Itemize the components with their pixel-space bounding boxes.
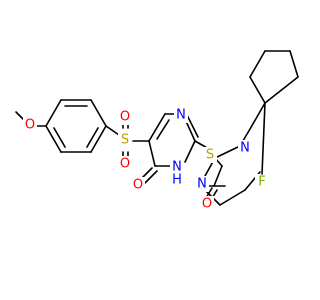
bond-pyr-c2-n3 (184, 140, 196, 163)
atom-o-methoxy: O (25, 118, 35, 133)
atom-o-amide: O (202, 197, 212, 212)
bond-c4-o-b (144, 170, 158, 184)
fph-2 (249, 76, 266, 104)
atom-o-sulfonyl-top: O (120, 110, 130, 125)
bond-pyr-c4-c5 (148, 140, 156, 167)
bond-c-f (261, 102, 266, 175)
fluorophenyl-ring (249, 50, 299, 175)
bond-anisole-3 (90, 99, 107, 127)
atom-n-ring-bottom: N (172, 160, 182, 175)
fph-5 (289, 50, 299, 78)
bond-aryl-s (105, 125, 120, 136)
atom-n-piperazine-left: N (197, 177, 207, 192)
atom-s-thioether: S (206, 148, 214, 163)
bond-anisole-6 (45, 125, 62, 153)
molecule-canvas: O O S O O N N H S O N N F (15, 50, 299, 212)
atom-labels: O O S O O N N H S O N N F (23, 107, 269, 212)
atom-o-sulfonyl-bottom: O (120, 157, 130, 172)
pip-b (214, 145, 241, 159)
bond-pyr-n1-c2-double (186, 114, 199, 138)
fph-3 (249, 50, 266, 78)
bond-anisole-1 (45, 99, 62, 127)
pip-e (219, 189, 246, 206)
bond-pyr-c5-c6-double (156, 119, 170, 140)
chemical-structure-diagram: O O S O O N N H S O N N F (15, 50, 299, 212)
bond-anisole-double-2 (86, 127, 99, 148)
atom-n-ring-top: N (176, 108, 186, 123)
bond-ch2-co (213, 165, 223, 187)
atom-s-sulfonyl: S (121, 133, 129, 148)
fph-1 (249, 102, 266, 130)
bond-anisole-4 (90, 125, 107, 153)
bond-anisole-double-3 (53, 127, 66, 148)
fph-6 (264, 76, 299, 104)
atom-h-ring: H (172, 173, 182, 188)
atom-fluorine: F (258, 175, 265, 190)
atom-o-carbonyl-ring: O (133, 178, 143, 193)
atom-n-piperazine-right: N (240, 141, 250, 156)
bond-pyr-c5-c6 (148, 113, 166, 142)
